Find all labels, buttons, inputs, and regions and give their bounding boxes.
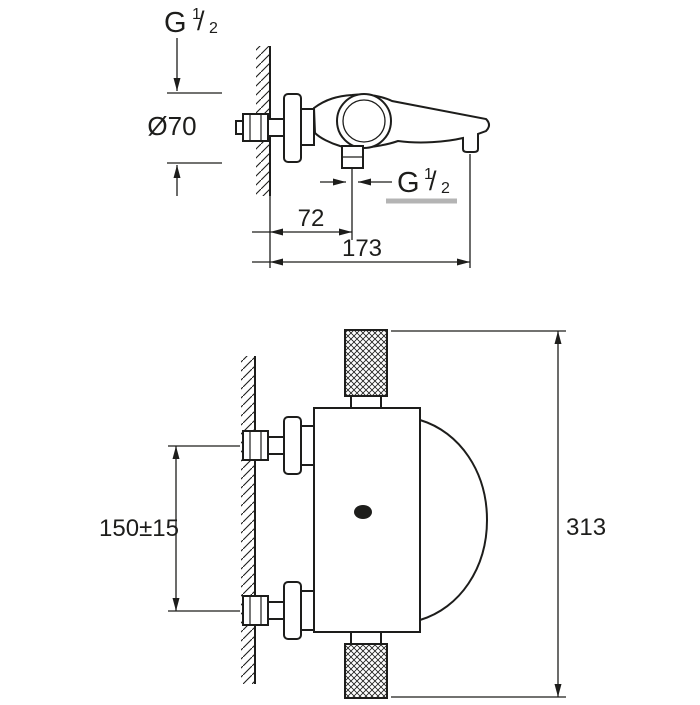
dimension-connection-spacing: 150±15 — [99, 445, 240, 612]
dimension-value: 72 — [298, 205, 325, 232]
dimension-value: 173 — [342, 235, 382, 262]
handle-shaft-top — [350, 395, 382, 409]
escutcheon-bottom — [283, 581, 302, 640]
diameter-label: Ø70 — [147, 111, 196, 141]
thermostat-dial-inner — [342, 99, 386, 143]
dimension-escutcheon-diameter: Ø70 — [147, 38, 222, 196]
union-connector-top — [300, 425, 315, 466]
thread-label-slash: / — [197, 6, 205, 36]
union-connector — [300, 108, 315, 146]
side-view: G 1 / 2 Ø70 G 1 / 2 72 — [147, 6, 490, 268]
union-connector-bottom — [300, 590, 315, 631]
thread-label-denominator: 2 — [441, 180, 450, 197]
wall-union-nut — [242, 113, 269, 142]
handle-top-knurled — [344, 329, 388, 397]
wall-hatching — [241, 356, 255, 684]
wall-union-nut-bottom — [242, 595, 269, 626]
dimension-spout-reach: 173 — [252, 154, 471, 268]
front-view: 150±15 313 — [99, 329, 606, 699]
nut-body — [242, 430, 269, 461]
union-pipe — [267, 601, 285, 620]
escutcheon-top — [283, 416, 302, 475]
thread-label-numerator: 1 — [424, 166, 433, 183]
mixer-body — [313, 407, 421, 633]
dimension-outlet-offset: 72 — [252, 205, 352, 236]
nut-body — [242, 113, 269, 142]
thread-label-prefix: G — [397, 167, 420, 199]
dimension-value: 313 — [566, 514, 606, 541]
dimension-value: 150±15 — [99, 515, 179, 542]
wall-union-nut-top — [242, 430, 269, 461]
handle-shaft-bottom — [350, 631, 382, 645]
label-outlet-thread: G 1 / 2 — [320, 166, 457, 204]
spout-profile — [419, 418, 489, 622]
thread-label-prefix: G — [164, 7, 187, 39]
union-pipe — [267, 118, 285, 137]
handle-bottom-knurled — [344, 643, 388, 699]
thread-label-numerator: 1 — [192, 6, 201, 23]
thread-label-denominator: 2 — [209, 20, 218, 37]
spout-opening — [354, 505, 372, 519]
label-wall-thread: G 1 / 2 — [164, 6, 218, 39]
shower-outlet — [341, 145, 364, 169]
nut-body — [242, 595, 269, 626]
dimension-total-height: 313 — [391, 330, 606, 698]
thread-label-slash: / — [429, 166, 437, 196]
thermostat-dial — [336, 93, 392, 149]
escutcheon — [283, 93, 302, 163]
union-pipe — [267, 436, 285, 455]
